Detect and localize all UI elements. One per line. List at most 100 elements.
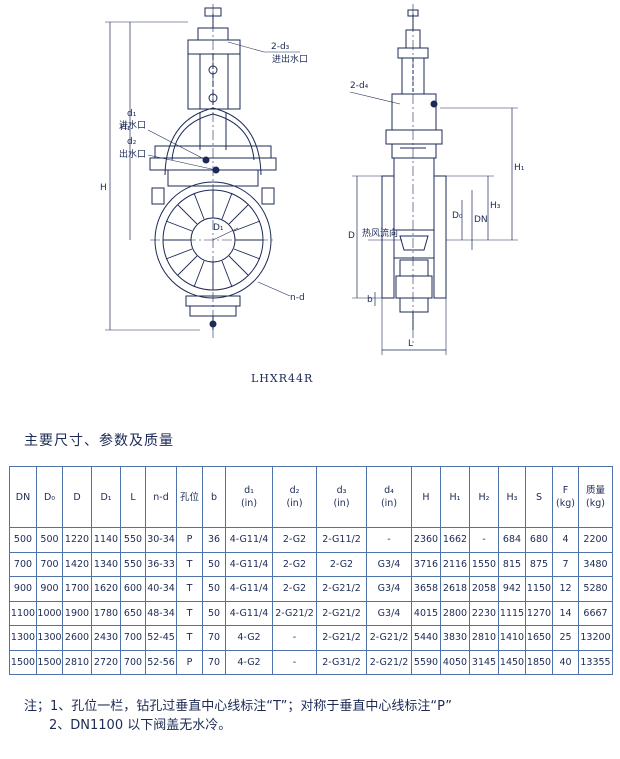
table-cell: 700 [120, 649, 146, 675]
table-cell: 7 [552, 551, 579, 577]
table-cell: 2720 [91, 649, 121, 675]
notes: 注；1、孔位一栏，钻孔过垂直中心线标注“T”；对称于垂直中心线标注“P” 2、D… [24, 697, 452, 735]
label-d3-front: 2-d₃ [271, 42, 290, 52]
table-cell: 25 [552, 625, 579, 651]
column-header: H₂ [469, 466, 499, 528]
table-cell: 700 [120, 625, 146, 651]
table-cell: 3145 [469, 649, 499, 675]
column-header-label: DN [15, 491, 31, 503]
table-cell: - [272, 625, 317, 651]
valve-technical-drawing: 2-d₃ 进出水口 d₁ 进水口 d₂ 出水口 H H₁ D₁ n-d 2-d₄… [100, 4, 525, 355]
table-cell: 942 [498, 576, 526, 602]
table-cell: 1410 [498, 625, 526, 651]
table-cell: 4-G11/4 [225, 527, 273, 553]
label-H: H [100, 183, 107, 193]
table-cell: 1500 [9, 649, 37, 675]
table-cell: 2810 [62, 649, 92, 675]
table-cell: 4050 [440, 649, 470, 675]
note-2: 2、DN1100 以下阀盖无水冷。 [49, 718, 232, 733]
column-header-label: d₃ [336, 485, 347, 496]
table-cell: 2058 [469, 576, 499, 602]
table-cell: 1115 [498, 600, 526, 626]
column-header: d₄(in) [366, 466, 412, 528]
table-cell: 500 [36, 527, 63, 553]
column-header-unit: (in) [286, 498, 303, 509]
table-cell: 2-G2 [272, 527, 317, 553]
table-cell: 2600 [62, 625, 92, 651]
table-cell: 550 [120, 527, 146, 553]
column-header-label: H₃ [506, 491, 518, 503]
table-cell: 3480 [578, 551, 613, 577]
label-H1-side: H₁ [514, 163, 525, 173]
table-cell: 550 [120, 551, 146, 577]
table-cell: 4015 [411, 600, 441, 626]
table-cell: 4-G11/4 [225, 600, 273, 626]
table-cell: 3716 [411, 551, 441, 577]
table-cell: 40 [552, 649, 579, 675]
column-header-label: D₁ [100, 491, 112, 503]
table-cell: 1662 [440, 527, 470, 553]
table-cell: 2200 [578, 527, 613, 553]
table-cell: G3/4 [366, 551, 412, 577]
column-header-label: D [73, 491, 81, 503]
note-1: 注；1、孔位一栏，钻孔过垂直中心线标注“T”；对称于垂直中心线标注“P” [24, 699, 452, 714]
table-cell: - [366, 527, 412, 553]
table-cell: 1140 [91, 527, 121, 553]
table-cell: 1500 [36, 649, 63, 675]
table-cell: P [176, 649, 203, 675]
table-cell: 2-G21/2 [366, 625, 412, 651]
label-d1: d₁ [127, 109, 137, 119]
column-header-unit: (in) [240, 498, 258, 509]
table-cell: 13355 [578, 649, 613, 675]
table-cell: 4-G11/4 [225, 576, 273, 602]
table-cell: 900 [9, 576, 37, 602]
table-cell: 650 [120, 600, 146, 626]
table-cell: 36-33 [145, 551, 177, 577]
table-cell: 2-G21/2 [316, 600, 367, 626]
label-H3: H₃ [490, 201, 501, 211]
table-cell: 700 [9, 551, 37, 577]
column-header-label: d₂ [289, 485, 300, 496]
table-cell: 4-G2 [225, 649, 273, 675]
table-cell: 1620 [91, 576, 121, 602]
column-header-label: H₂ [478, 491, 490, 503]
column-header-label: H [422, 491, 430, 503]
table-cell: 70 [202, 649, 226, 675]
column-header: d₃(in) [316, 466, 367, 528]
label-H1-front: H₁ [120, 123, 131, 133]
table-cell: 500 [9, 527, 37, 553]
table-cell: 1650 [525, 625, 553, 651]
column-header-unit: (kg) [556, 498, 575, 509]
table-cell: 50 [202, 576, 226, 602]
column-header: L [120, 466, 146, 528]
table-cell: 600 [120, 576, 146, 602]
table-cell: 30-34 [145, 527, 177, 553]
table-cell: 6667 [578, 600, 613, 626]
table-cell: 2618 [440, 576, 470, 602]
column-header: S [525, 466, 553, 528]
label-D: D [348, 231, 355, 241]
model-caption: LHXR44R [251, 372, 314, 385]
table-cell: 3658 [411, 576, 441, 602]
table-cell: 1340 [91, 551, 121, 577]
table-cell: G3/4 [366, 600, 412, 626]
label-water-inout: 进出水口 [272, 53, 308, 65]
table-cell: 48-34 [145, 600, 177, 626]
table-cell: 36 [202, 527, 226, 553]
table-cell: 1420 [62, 551, 92, 577]
table-cell: 2116 [440, 551, 470, 577]
column-header-label: L [130, 491, 136, 503]
table-cell: 2-G2 [272, 576, 317, 602]
table-cell: 1900 [62, 600, 92, 626]
column-header: F(kg) [552, 466, 579, 528]
side-view [349, 4, 518, 355]
table-cell: 1300 [9, 625, 37, 651]
table-cell: 50 [202, 600, 226, 626]
table-cell: 3830 [440, 625, 470, 651]
table-cell: 2810 [469, 625, 499, 651]
table-cell: 1700 [62, 576, 92, 602]
